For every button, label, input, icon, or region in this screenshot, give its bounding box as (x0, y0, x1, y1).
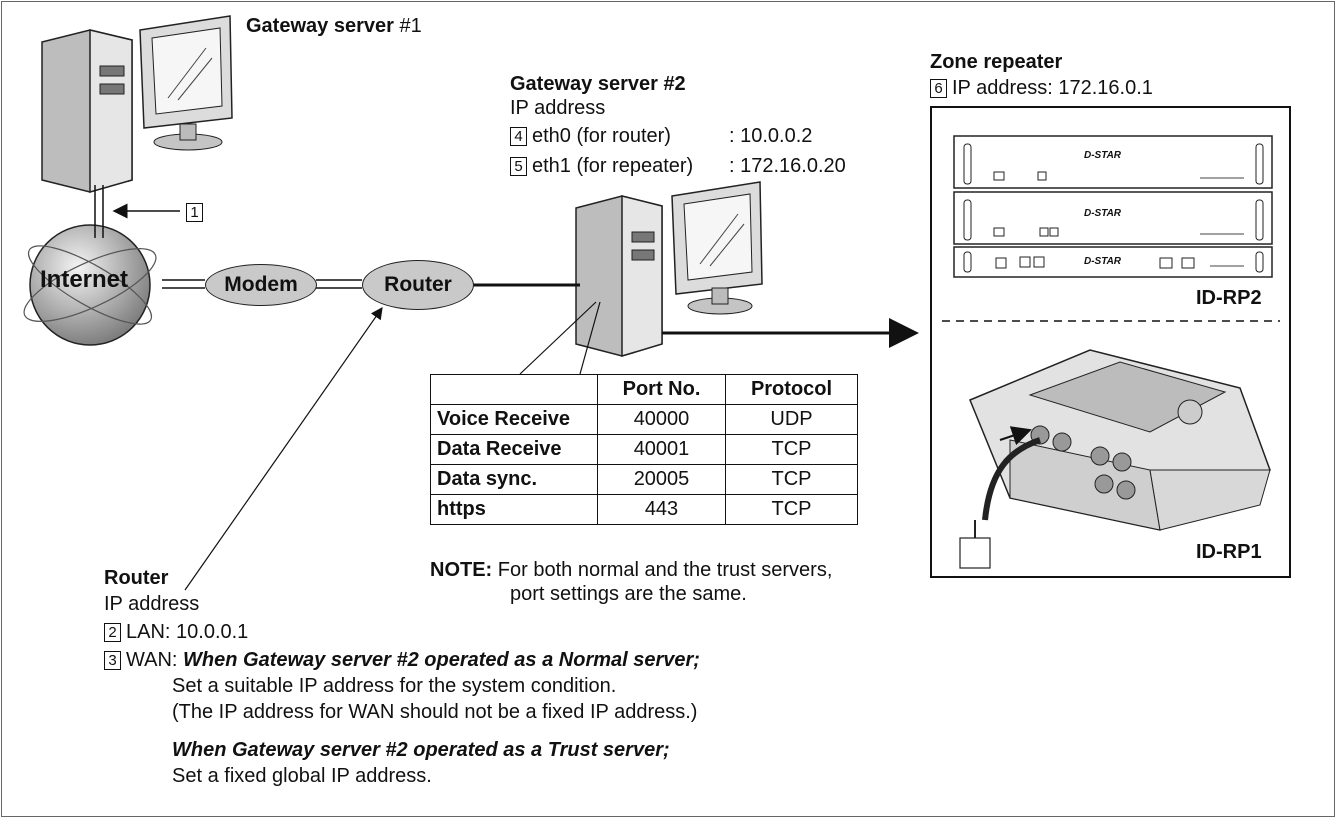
lan-text: LAN: 10.0.0.1 (126, 621, 249, 643)
zone-repeater-ip-number: 6 (930, 79, 947, 98)
gateway-server-2-title: Gateway server #2 (510, 73, 686, 95)
row-protocol: TCP (725, 494, 858, 525)
router-oval: Router (362, 260, 474, 310)
gateway-server-2-eth0: 4 eth0 (for router) (510, 124, 671, 148)
row-protocol: TCP (725, 464, 858, 495)
row-name: https (430, 494, 598, 525)
wan-trust-heading: When Gateway server #2 operated as a Tru… (172, 739, 670, 761)
gateway-server-1-title: Gateway server (246, 15, 394, 37)
eth0-value: : 10.0.0.2 (729, 125, 813, 147)
table-header-row: Port No. Protocol (430, 374, 858, 405)
row-port: 40001 (597, 434, 726, 465)
row-protocol: TCP (725, 434, 858, 465)
callout-1: 1 (186, 200, 208, 224)
wan-normal-line-1: Set a suitable IP address for the system… (172, 675, 617, 697)
wan-label: WAN: (126, 649, 178, 671)
table-header-port: Port No. (597, 374, 726, 405)
row-port: 443 (597, 494, 726, 525)
table-header-empty (430, 374, 598, 405)
id-rp1-label: ID-RP1 (1196, 541, 1262, 563)
id-rp2-rack-icon (953, 135, 1273, 278)
table-header-protocol: Protocol (725, 374, 858, 405)
callout-1-number: 1 (186, 203, 203, 222)
zone-repeater-ip: 6 IP address: 172.16.0.1 (930, 76, 1153, 100)
table-row: https 443 TCP (430, 494, 858, 525)
row-protocol: UDP (725, 404, 858, 435)
row-name: Voice Receive (430, 404, 598, 435)
d-star-logo-2: D-STAR (1084, 208, 1122, 219)
id-rp1-device-icon (959, 349, 1271, 569)
ports-table: Port No. Protocol Voice Receive 40000 UD… (430, 374, 858, 525)
wan-trust-line-1: Set a fixed global IP address. (172, 765, 432, 787)
row-name: Data Receive (430, 434, 598, 465)
row-port: 20005 (597, 464, 726, 495)
d-star-logo-3: D-STAR (1084, 256, 1122, 267)
table-row: Data sync. 20005 TCP (430, 464, 858, 495)
zone-repeater-box (930, 106, 1291, 578)
eth1-value: : 172.16.0.20 (729, 155, 846, 177)
router-info-ip-heading: IP address (104, 593, 200, 615)
router-info-title: Router (104, 567, 169, 589)
internet-globe-icon (23, 224, 157, 346)
wan-normal-line-2: (The IP address for WAN should not be a … (172, 701, 698, 723)
zone-repeater-ip-text: IP address: 172.16.0.1 (952, 77, 1153, 99)
table-row: Data Receive 40001 TCP (430, 434, 858, 465)
eth0-number: 4 (510, 127, 527, 146)
gateway-server-1-number: #1 (399, 15, 422, 37)
modem-oval: Modem (205, 264, 317, 306)
zone-repeater-title: Zone repeater (930, 51, 1063, 73)
eth0-label: eth0 (for router) (532, 125, 671, 147)
router-lan: 2 LAN: 10.0.0.1 (104, 620, 248, 644)
gateway-server-1-label: Gateway server #1 (246, 14, 422, 38)
row-port: 40000 (597, 404, 726, 435)
note-label: NOTE: (430, 559, 493, 581)
note-line-1: For both normal and the trust servers, (497, 559, 833, 581)
d-star-logo-1: D-STAR (1084, 150, 1122, 161)
eth1-label: eth1 (for repeater) (532, 155, 694, 177)
wan-number: 3 (104, 651, 121, 670)
table-row: Voice Receive 40000 UDP (430, 404, 858, 435)
note: NOTE: For both normal and the trust serv… (430, 558, 832, 582)
gateway-server-2-computer-icon (575, 181, 763, 358)
row-name: Data sync. (430, 464, 598, 495)
note-line-2: port settings are the same. (510, 583, 747, 605)
eth1-number: 5 (510, 157, 527, 176)
router-wan: 3 WAN: When Gateway server #2 operated as… (104, 648, 700, 672)
lan-number: 2 (104, 623, 121, 642)
gateway-server-2-ip-heading: IP address (510, 97, 606, 119)
gateway-server-1-computer-icon (41, 15, 233, 193)
internet-label: Internet (40, 266, 129, 293)
id-rp2-label: ID-RP2 (1196, 287, 1262, 309)
wan-normal-heading: When Gateway server #2 operated as a Nor… (183, 649, 700, 671)
gateway-server-2-eth1: 5 eth1 (for repeater) (510, 154, 693, 178)
